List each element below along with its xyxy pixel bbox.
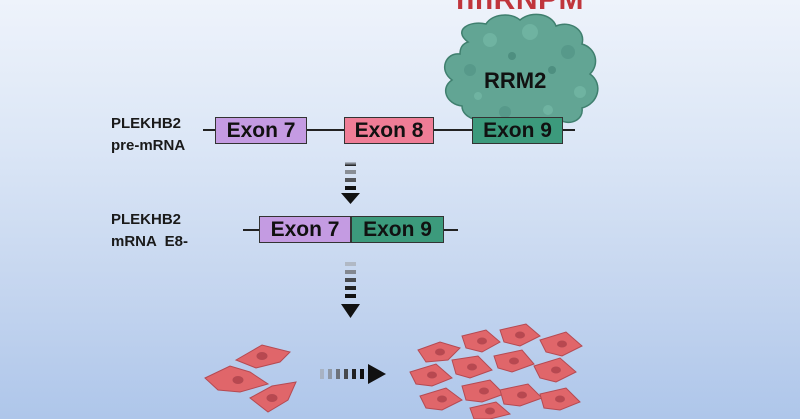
- pre-mrna-label: PLEKHB2 pre-mRNA: [111, 113, 185, 157]
- mrna-exon9: Exon 9: [351, 216, 444, 243]
- protein-title: hnRNPM: [456, 0, 584, 17]
- pre-mrna-exon9: Exon 9: [472, 117, 563, 144]
- cells-many: [409, 323, 583, 419]
- pre-mrna-exon7: Exon 7: [215, 117, 307, 144]
- mrna-exon7: Exon 7: [259, 216, 351, 243]
- mrna-label: PLEKHB2 mRNA E8-: [111, 209, 188, 253]
- pre-mrna-gene-name: PLEKHB2: [111, 115, 182, 132]
- pre-mrna-exon8: Exon 8: [344, 117, 434, 144]
- pre-mrna-type: pre-mRNA: [111, 137, 186, 154]
- right-arrow: [320, 364, 386, 384]
- cells-few: [204, 344, 297, 413]
- protein-blob: [443, 13, 599, 129]
- mrna-gene-name: PLEKHB2: [111, 211, 182, 228]
- mrna-type: mRNA E8-: [111, 233, 188, 250]
- down-arrow-1: [341, 162, 360, 204]
- down-arrow-2: [341, 262, 360, 318]
- rrm2-label: RRM2: [484, 68, 547, 93]
